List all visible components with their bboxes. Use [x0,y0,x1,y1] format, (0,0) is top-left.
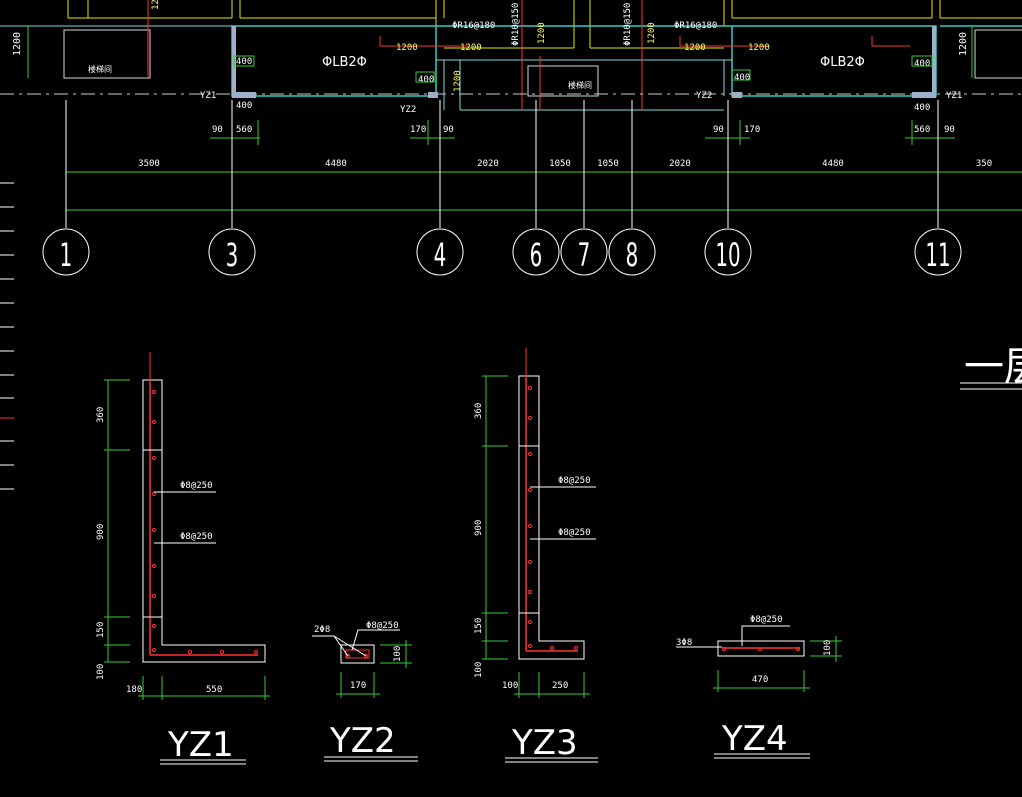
dim-1200-green-2: 1200 [647,22,657,44]
dim-1200-c: 1200 [684,43,706,53]
note-left: 楼梯间 [88,64,112,74]
yz3-vdim-360: 360 [474,403,484,419]
rebar-label-2: ΦR10@150 [511,3,521,46]
side-dim-right: 1200 [958,32,969,56]
yz1-title: YZ1 [167,725,234,765]
svg-text:4: 4 [434,237,447,274]
dim-1200-green-3: 1200 [151,0,161,10]
axis-bubble-1: 1 [42,100,90,276]
col-label-1: YZ1 [200,91,216,101]
yz2-vdim: 100 [393,646,403,662]
span-dim: 4480 [822,159,844,169]
small-dim-90b: 90 [443,125,454,135]
yz4-title: YZ4 [721,719,788,759]
span-dim: 1050 [597,159,619,169]
yz3-hdim-250: 250 [552,681,568,691]
axis-bubble-10: 10 [704,100,752,276]
yz1-vdim-150: 150 [96,622,106,638]
svg-text:11: 11 [925,237,950,274]
yz4-hdim: 470 [752,675,768,685]
slab-label-right: ΦLB2Φ [820,55,865,70]
yz1-rebar-lower: Φ8@250 [180,532,213,542]
dim-400-2: 400 [236,101,252,111]
span-dim: 1050 [549,159,571,169]
yz2-stirrup: Φ8@250 [366,621,399,631]
plan-title-fragment: 一层 [960,344,1022,390]
span-dim: 350 [976,159,992,169]
span-dim: 2020 [669,159,691,169]
axis-bubble-6: 6 [512,100,560,276]
svg-text:7: 7 [578,237,591,274]
dim-400-5: 400 [914,59,930,69]
slab-label-left: ΦLB2Φ [322,55,367,70]
yz3-vdim-900: 900 [474,520,484,536]
dim-1200-green-1: 1200 [453,70,463,92]
small-dim-90c: 90 [713,125,724,135]
yz1-vdim-900: 900 [96,524,106,540]
floor-plan: 1200 1200 ΦLB2Φ ΦLB2Φ ΦR16@180 ΦR10@150 … [0,0,1022,276]
rebar-label-4: ΦR16@180 [674,21,717,31]
svg-text:3: 3 [226,237,239,274]
yz1-vdim-100: 100 [96,664,106,680]
small-dim-90d: 90 [944,125,955,135]
dim-1200-d: 1200 [748,43,770,53]
span-dim: 3500 [138,159,160,169]
axis-bubble-3: 3 [208,100,256,276]
dim-400-1: 400 [236,57,252,67]
svg-text:6: 6 [530,237,543,274]
rebar-label-1: ΦR16@180 [452,21,495,31]
axis-bubble-4: 4 [416,100,464,276]
dim-400-4: 400 [734,73,750,83]
svg-text:8: 8 [626,237,639,274]
yz1-hdim-550: 550 [206,685,222,695]
col-label-3: YZ2 [696,91,712,101]
yz1-hdim-180: 180 [126,685,142,695]
span-dim: 4480 [325,159,347,169]
yz4-stirrup: Φ8@250 [750,615,783,625]
svg-text:10: 10 [715,237,740,274]
detail-yz2: 2Φ8 Φ8@250 100 170 YZ2 [312,621,418,762]
col-label-4: YZ1 [946,91,962,101]
dim-400-6: 400 [914,103,930,113]
yz2-hdim: 170 [350,681,366,691]
yz2-title: YZ2 [329,721,396,761]
small-dim-170a: 170 [410,125,426,135]
detail-yz4: 3Φ8 Φ8@250 100 470 YZ4 [676,615,842,759]
yz3-title: YZ3 [511,723,578,763]
svg-text:一层: 一层 [964,344,1022,390]
small-dim-90a: 90 [212,125,223,135]
svg-text:1: 1 [60,237,73,274]
axis-bubble-11: 11 [914,100,962,276]
small-dim-560b: 560 [914,125,930,135]
yz1-rebar-upper: Φ8@250 [180,481,213,491]
dim-1200-vert: 1200 [537,22,547,44]
yz3-hdim-100: 100 [502,681,518,691]
yz3-vdim-100: 100 [474,662,484,678]
detail-yz3: Φ8@250 Φ8@250 360 900 150 100 100 250 YZ… [474,348,598,763]
yz4-vdim: 100 [823,640,833,656]
small-dim-170b: 170 [744,125,760,135]
dim-1200-a: 1200 [396,43,418,53]
span-dim: 2020 [477,159,499,169]
side-dim-left: 1200 [12,32,23,56]
yz1-vdim-360: 360 [96,407,106,423]
axis-bubble-7: 7 [560,100,608,276]
left-edge-ticks [0,182,14,490]
yz3-rebar-lower: Φ8@250 [558,528,591,538]
dim-400-3: 400 [418,75,434,85]
dim-1200-b: 1200 [460,43,482,53]
yz3-rebar-upper: Φ8@250 [558,476,591,486]
axis-bubble-8: 8 [608,100,656,276]
col-label-2: YZ2 [400,105,416,115]
yz4-main-bar: 3Φ8 [676,638,692,648]
yz3-vdim-150: 150 [474,618,484,634]
small-dim-560a: 560 [236,125,252,135]
yz2-main-bar: 2Φ8 [314,625,330,635]
note-mid: 楼梯间 [568,80,592,90]
detail-yz1: Φ8@250 Φ8@250 360 900 150 100 180 550 YZ… [96,352,270,765]
rebar-label-3: ΦR10@150 [623,3,633,46]
